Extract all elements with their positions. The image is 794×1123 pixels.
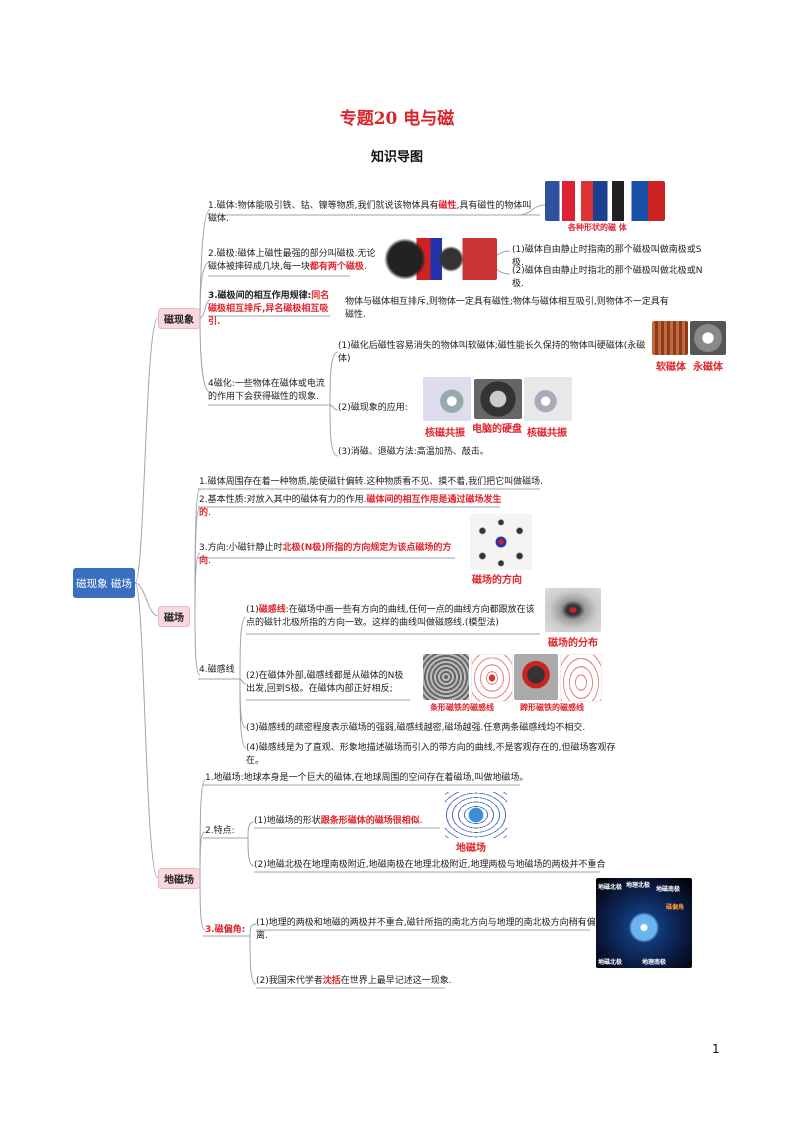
- hard-disk-caption: 电脑的硬盘: [472, 424, 522, 435]
- declination-image: 地磁北极 地理北极 地磁南极 磁偏角 地磁北极 地理南极: [596, 878, 692, 968]
- page-number: 1: [712, 1042, 720, 1056]
- img-label-north-geomag-2: 地磁北极: [598, 959, 623, 966]
- sub1-b: 磁感线: [258, 605, 286, 615]
- shen-kuo-a: (2)我国宋代学者: [256, 976, 323, 986]
- declination-text: (1)地理的两极和地磁的两极并不重合,磁针所指的南北方向与地理的南北极方向稍有偏…: [256, 918, 596, 941]
- cichang-item3-a: 3.方向:小磁针静止时: [199, 543, 283, 553]
- mri-image-2: [524, 377, 572, 421]
- sub1-a: (1): [246, 605, 259, 615]
- cichang-item4: 4.磁感线: [199, 665, 235, 675]
- soft-magnet-caption: 软磁体: [656, 362, 686, 373]
- item2-text-b: 都有两个磁极: [309, 262, 364, 272]
- field-direction-caption: 磁场的方向: [472, 575, 522, 586]
- bar-magnet-lines-image: [471, 654, 513, 702]
- magnet-applications: (2)磁现象的应用:: [338, 403, 408, 413]
- page-subtitle: 知识导图: [370, 150, 423, 165]
- item1-text-a: 1.磁体:物体能吸引铁、钴、镍等物质,我们就说该物体具有: [208, 201, 439, 211]
- demagnetization-methods: (3)消磁、退磁方法:高温加热、敲击。: [338, 447, 489, 457]
- img-label-geo-south: 地理南极: [642, 959, 667, 966]
- cichang-item3-c: .: [208, 556, 211, 566]
- mindmap-root: 磁现象 磁场: [73, 568, 135, 598]
- pole-north-text: (2)磁体自由静止时指北的那个磁极叫做北极或N极.: [512, 266, 703, 289]
- field-lines-sub2: (2)在磁体外部,磁感线都是从磁体的N极出发,回到S极。在磁体内部正好相反;: [246, 671, 404, 694]
- cichang-item3-b: 北极(N极)所指的方向规定为该点磁场的方向: [199, 543, 452, 566]
- earth-shape-b: 跟条形磁体的磁场很相似: [320, 816, 420, 826]
- cixianxiang-item2: 2.磁极:磁体上磁性最强的部分叫磁极.无论磁体被摔碎成几块,每一块都有两个磁极.: [208, 248, 378, 274]
- geomagnetic-poles-text: (2)地磁北极在地理南极附近,地磁南极在地理北极附近,地理两极与地磁场的两极并不…: [254, 860, 606, 870]
- cichang-item2: 2.基本性质:对放入其中的磁体有力的作用.磁体间的相互作用是通过磁场发生的.: [199, 494, 509, 520]
- mri-caption-2: 核磁共振: [527, 428, 567, 439]
- img-label-south-geomag: 地磁南极: [656, 886, 681, 893]
- earth-shape-c: .: [419, 816, 423, 826]
- cichang-item2-b: 磁体间的相互作用是通过磁场发生的: [199, 495, 502, 518]
- field-lines-sub4: (4)磁感线是为了直观、形象地描述磁场而引入的带方向的曲线,不是客观存在的,但磁…: [246, 743, 616, 766]
- magnet-shapes-image: [545, 181, 665, 221]
- earth-field-caption: 地磁场: [456, 843, 486, 854]
- bar-magnet-caption: 条形磁铁的磁感线: [430, 703, 494, 712]
- cichang-item2-a: 2.基本性质:对放入其中的磁体有力的作用.: [199, 495, 367, 505]
- img-label-declination: 磁偏角: [666, 904, 685, 911]
- horseshoe-magnet-caption: 蹄形磁铁的磁感线: [520, 703, 584, 712]
- category-dicichang: 地磁场: [158, 868, 200, 889]
- cixianxiang-item4: 4磁化:一些物体在磁体或电流的作用下会获得磁性的现象.: [208, 379, 325, 402]
- mri-image-1: [423, 377, 471, 421]
- cixianxiang-item3: 3.磁极间的相互作用规律:同名磁极相互排斥,异名磁极相互吸引.: [208, 290, 333, 329]
- cichang-item1: 1.磁体周围存在着一种物质,能使磁针偏转.这种物质看不见、摸不着,我们把它叫做磁…: [199, 477, 544, 487]
- field-lines-sub1: (1)磁感线:在磁场中画一些有方向的曲线,任何一点的曲线方向都跟放在该点的磁针北…: [246, 604, 541, 630]
- dicichang-item2: 2.特点:: [205, 826, 235, 836]
- dicichang-item1: 1.地磁场:地球本身是一个巨大的磁体,在地球周围的空间存在着磁场,叫做地磁场。: [205, 773, 529, 783]
- magnet-poles-image: [382, 238, 497, 280]
- earth-shape-a: (1)地磁场的形状: [254, 816, 321, 826]
- shen-kuo-text: (2)我国宋代学者沈括在世界上最早记述这一现象.: [256, 975, 456, 988]
- page-title: 专题20 电与磁: [339, 109, 455, 129]
- img-label-geo-north: 地理北极: [626, 882, 651, 889]
- magnetization-sub1: (1)磁化后磁性容易消失的物体叫软磁体;磁性能长久保持的物体叫硬磁体(永磁体): [338, 341, 646, 364]
- soft-magnet-image: [652, 321, 688, 355]
- horseshoe-lines-image: [560, 654, 602, 702]
- cixianxiang-item3-note: 物体与磁体相互排斥,则物体一定具有磁性;物体与磁体相互吸引,则物体不一定具有磁性…: [345, 297, 669, 320]
- horseshoe-filings-image: [514, 654, 558, 700]
- bar-magnet-filings-image: [423, 654, 469, 700]
- field-distribution-image: [545, 588, 601, 632]
- earth-field-shape: (1)地磁场的形状跟条形磁体的磁场很相似.: [254, 815, 434, 828]
- permanent-magnet-image: [690, 321, 726, 355]
- hard-disk-image: [474, 379, 522, 419]
- cixianxiang-item1: 1.磁体:物体能吸引铁、钴、镍等物质,我们就说该物体具有磁性,具有磁性的物体叫磁…: [208, 200, 538, 226]
- item2-text-a: 2.磁极:磁体上磁性最强的部分叫磁极.无论磁体被摔碎成几块,每一块: [208, 249, 376, 272]
- compass-field-image: [470, 514, 532, 570]
- item1-text-c: ,具有磁性的物体叫磁体.: [208, 201, 532, 224]
- magnet-shapes-caption: 各种形状的磁 体: [568, 223, 627, 232]
- shen-kuo-b: 沈括: [322, 976, 341, 986]
- sub1-c: :在磁场中画一些有方向的曲线,任何一点的曲线方向都跟放在该点的磁针北极所指的方向…: [246, 605, 535, 628]
- category-cichang: 磁场: [158, 606, 190, 627]
- item2-text-c: .: [363, 262, 367, 272]
- mri-caption-1: 核磁共振: [425, 428, 465, 439]
- item3-text-a: 3.磁极间的相互作用规律:: [208, 291, 312, 301]
- category-cixianxiang: 磁现象: [158, 308, 200, 329]
- shen-kuo-c: 在世界上最早记述这一现象.: [340, 976, 452, 986]
- item1-text-b: 磁性: [438, 201, 457, 211]
- img-label-north-geomag: 地磁北极: [598, 884, 623, 891]
- field-lines-sub3: (3)磁感线的疏密程度表示磁场的强弱,磁感线越密,磁场越强.任意两条磁感线均不相…: [246, 723, 586, 733]
- cichang-item3: 3.方向:小磁针静止时北极(N极)所指的方向规定为该点磁场的方向.: [199, 542, 459, 568]
- field-distribution-caption: 磁场的分布: [548, 638, 598, 649]
- earth-magnetic-field-image: [445, 792, 507, 838]
- pole-south-text: (1)磁体自由静止时指南的那个磁极叫做南极或S极.: [512, 245, 702, 268]
- permanent-magnet-caption: 永磁体: [693, 362, 723, 373]
- cichang-item2-c: .: [208, 508, 211, 518]
- item3-text-b: 同名磁极相互排斥,异名磁极相互吸引.: [208, 291, 330, 327]
- dicichang-item3: 3.磁偏角:: [205, 925, 246, 935]
